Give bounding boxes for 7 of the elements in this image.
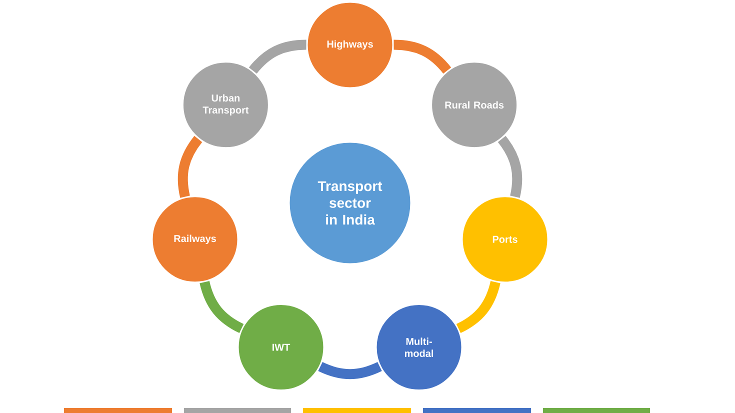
connector-arc <box>200 280 244 333</box>
connector-arc <box>178 136 202 198</box>
connector-arc <box>318 362 382 380</box>
connector-arc <box>456 280 500 333</box>
connector-arc <box>248 40 306 74</box>
connector-arc <box>394 40 452 74</box>
connector-arc <box>498 136 522 198</box>
